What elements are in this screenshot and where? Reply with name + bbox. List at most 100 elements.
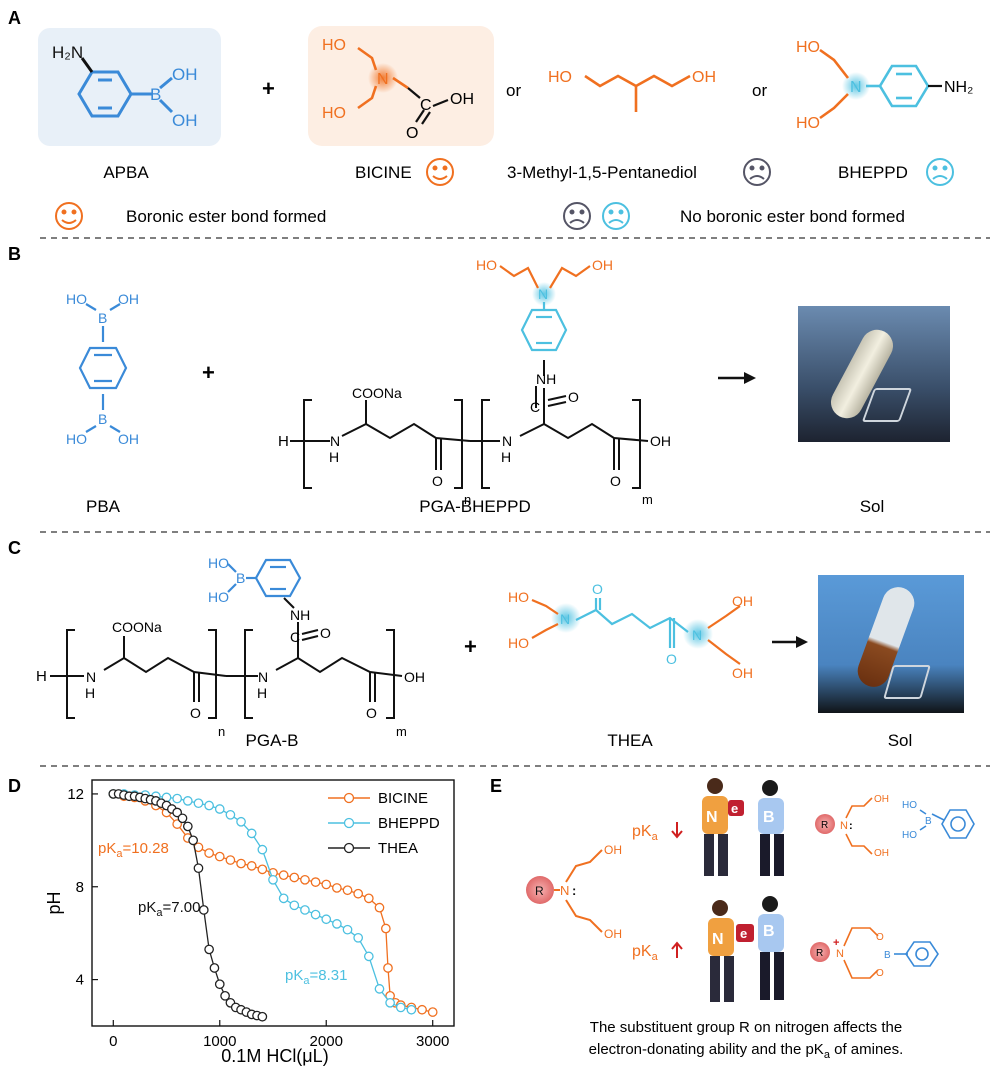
plot-frame	[91, 779, 455, 1027]
y-tick-label: 4	[76, 972, 84, 989]
pga-b-nh: NH	[290, 607, 310, 623]
pka-down-label: pKa	[632, 823, 659, 843]
pga-bheppd-nsub: n	[464, 492, 471, 507]
x-tick-label: 3000	[416, 1033, 449, 1050]
thea-oh1: OH	[732, 593, 753, 609]
data-point	[321, 879, 332, 890]
pga-bheppd-n-top: N	[538, 286, 548, 302]
y-tick-label: 12	[67, 786, 84, 803]
person-b-icon: B	[758, 780, 784, 876]
data-point	[204, 800, 214, 811]
bheppd-ho1: HO	[796, 39, 820, 56]
data-point	[310, 909, 321, 920]
y-axis-label: pH	[44, 891, 64, 914]
data-point	[246, 861, 257, 871]
data-point	[182, 796, 193, 806]
data-point	[193, 863, 204, 874]
svg-text:e: e	[731, 801, 738, 816]
data-point	[363, 951, 374, 962]
data-point	[300, 905, 310, 915]
apba-boron: B	[150, 85, 161, 104]
data-point	[383, 963, 393, 973]
data-point	[182, 821, 193, 832]
pka-annot-thea: pKa=7.00	[138, 899, 200, 919]
bicine-n-highlight	[368, 63, 398, 93]
thea-n1: N	[560, 611, 570, 627]
pga-b-msub: m	[396, 724, 407, 739]
data-point	[220, 990, 230, 1001]
pga-b-o1: O	[190, 705, 201, 721]
x-tick-label: 2000	[310, 1033, 343, 1050]
legend-label: BICINE	[378, 790, 428, 807]
y-tick-label: 8	[76, 879, 84, 896]
data-point	[246, 828, 257, 839]
pba-b-bot: B	[98, 411, 107, 427]
legend-marker	[343, 842, 355, 854]
svg-text:OH: OH	[874, 794, 889, 805]
data-point	[342, 924, 353, 935]
arrow-right-icon	[718, 372, 756, 384]
pga-b-n2: N	[258, 669, 268, 685]
data-point	[172, 819, 183, 829]
data-point	[363, 893, 374, 904]
person-n-icon: N	[708, 900, 734, 1002]
pga-b-o-amide: O	[320, 625, 331, 641]
bicine-o: O	[406, 125, 418, 142]
bicine-ho1: HO	[322, 37, 346, 54]
bheppd-ho2: HO	[796, 115, 820, 132]
pba-structure	[78, 303, 128, 433]
r-group-circle	[526, 876, 554, 904]
pga-bheppd-o2: O	[610, 473, 621, 489]
data-point	[289, 872, 300, 883]
or-1: or	[506, 81, 521, 100]
n-label: N	[560, 883, 569, 898]
pga-bheppd-h2: H	[501, 449, 511, 465]
bicine-box	[308, 26, 494, 146]
svg-text:R: R	[821, 820, 828, 831]
pga-b-ho1: HO	[208, 555, 229, 571]
data-point	[321, 914, 332, 925]
pga-bheppd-oh-a: OH	[592, 257, 613, 273]
sol-photo-c	[818, 575, 964, 713]
pga-bheppd-name: PGA-BHEPPD	[419, 497, 530, 516]
pga-bheppd-n2: N	[502, 433, 512, 449]
bheppd-name: BHEPPD	[838, 163, 908, 182]
apba-name: APBA	[103, 163, 149, 182]
legend-bad: No boronic ester bond formed	[680, 207, 905, 226]
apba-amine: H₂N	[52, 43, 83, 62]
sol-photo-b	[798, 306, 950, 442]
pga-bheppd-ho: HO	[476, 257, 497, 273]
svg-text::: :	[849, 820, 853, 832]
person-b-icon: B e	[736, 896, 784, 1000]
svg-text:B: B	[763, 809, 775, 826]
svg-text:HO: HO	[902, 800, 917, 811]
svg-text:O: O	[876, 932, 884, 943]
pga-bheppd-coona: COONa	[352, 385, 402, 401]
pba-b-top: B	[98, 310, 107, 326]
bicine-structure	[357, 46, 409, 110]
data-point	[406, 1004, 417, 1015]
data-point	[198, 905, 209, 915]
data-point	[209, 963, 220, 973]
pka-up-label: pKa	[632, 943, 659, 963]
pga-bheppd-ring	[520, 302, 568, 352]
pga-b-b: B	[236, 570, 245, 586]
smile-icon	[55, 202, 83, 230]
pba-oh-top: OH	[118, 291, 139, 307]
caption-line-2: electron-donating ability and the pKa of…	[589, 1041, 904, 1061]
oh-top: OH	[604, 843, 622, 857]
data-point	[193, 798, 204, 809]
bicine-oh: OH	[450, 91, 474, 108]
data-point	[353, 888, 364, 899]
data-point	[278, 870, 289, 881]
pga-bheppd-backbone	[290, 360, 649, 489]
caption-line-1: The substituent group R on nitrogen affe…	[590, 1019, 902, 1036]
svg-text:B: B	[884, 950, 891, 961]
oh-bottom: OH	[604, 927, 622, 941]
data-point	[177, 813, 188, 824]
data-point	[427, 1007, 438, 1017]
apba-oh2: OH	[172, 111, 198, 130]
data-point	[381, 923, 391, 934]
